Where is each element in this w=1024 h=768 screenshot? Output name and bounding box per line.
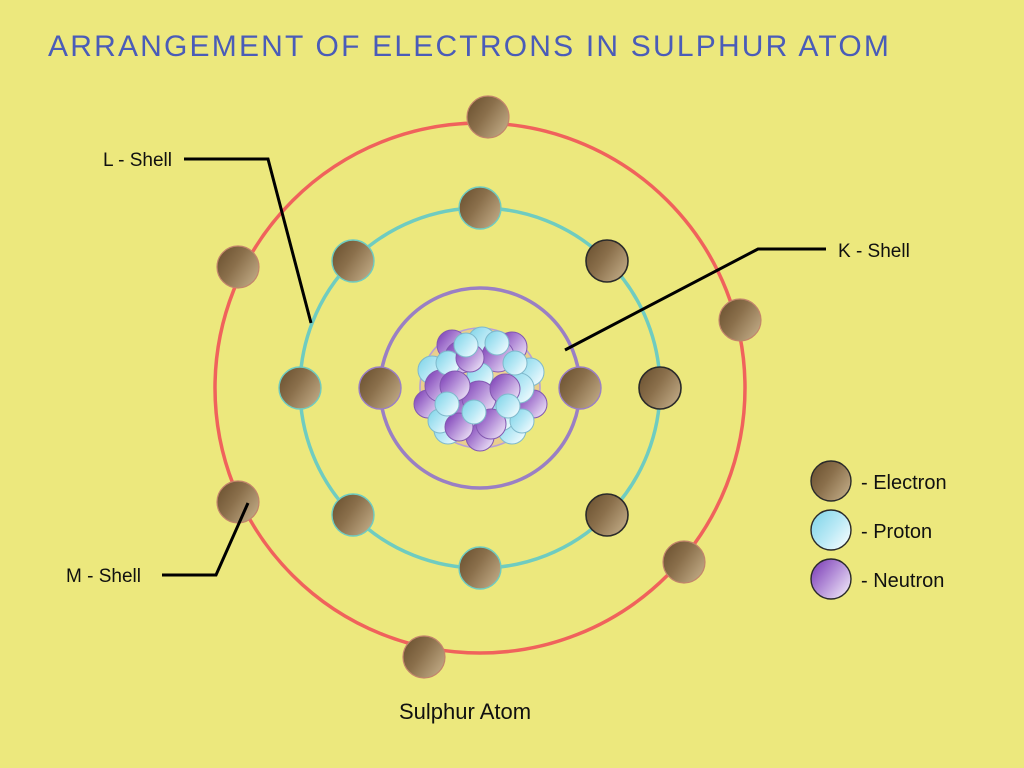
electron-m-4[interactable] xyxy=(402,635,446,679)
leader-line-m-shell xyxy=(162,502,250,577)
electron-l-4[interactable] xyxy=(585,493,629,537)
electron-l-3[interactable] xyxy=(638,366,682,410)
legend-item-neutron: - Neutron xyxy=(810,558,944,600)
legend: - Electron - Proton - Neutron xyxy=(810,460,947,600)
electron-m-2[interactable] xyxy=(718,298,762,342)
electron-l-5[interactable] xyxy=(458,546,502,590)
m-shell-electrons xyxy=(216,95,762,679)
electron-l-8[interactable] xyxy=(331,239,375,283)
legend-item-electron: - Electron xyxy=(810,460,947,502)
label-k-shell: K - Shell xyxy=(838,241,910,262)
legend-item-proton: - Proton xyxy=(810,509,932,551)
l-shell-electrons xyxy=(278,186,682,590)
diagram-caption: Sulphur Atom xyxy=(399,699,531,724)
k-shell-electrons xyxy=(358,366,602,410)
label-m-shell: M - Shell xyxy=(66,566,141,587)
nucleus xyxy=(413,326,548,452)
electron-l-1[interactable] xyxy=(458,186,502,230)
electron-m-5[interactable] xyxy=(216,480,260,524)
page-title: ARRANGEMENT OF ELECTRONS IN SULPHUR ATOM xyxy=(48,30,891,63)
legend-label-electron: - Electron xyxy=(861,472,947,494)
neutron-swatch-icon xyxy=(810,558,852,600)
proton-swatch-icon xyxy=(810,509,852,551)
leader-line-l-shell xyxy=(184,157,313,324)
electron-l-7[interactable] xyxy=(278,366,322,410)
electron-l-6[interactable] xyxy=(331,493,375,537)
electron-k-1[interactable] xyxy=(358,366,402,410)
electron-m-6[interactable] xyxy=(216,245,260,289)
electron-swatch-icon xyxy=(810,460,852,502)
legend-label-proton: - Proton xyxy=(861,521,932,543)
electron-l-2[interactable] xyxy=(585,239,629,283)
leader-line-k-shell xyxy=(564,247,826,352)
electron-m-3[interactable] xyxy=(662,540,706,584)
label-l-shell: L - Shell xyxy=(103,150,172,171)
electron-k-2[interactable] xyxy=(558,366,602,410)
legend-label-neutron: - Neutron xyxy=(861,570,944,592)
electron-m-1[interactable] xyxy=(466,95,510,139)
nucleus-particles-front xyxy=(434,330,521,442)
